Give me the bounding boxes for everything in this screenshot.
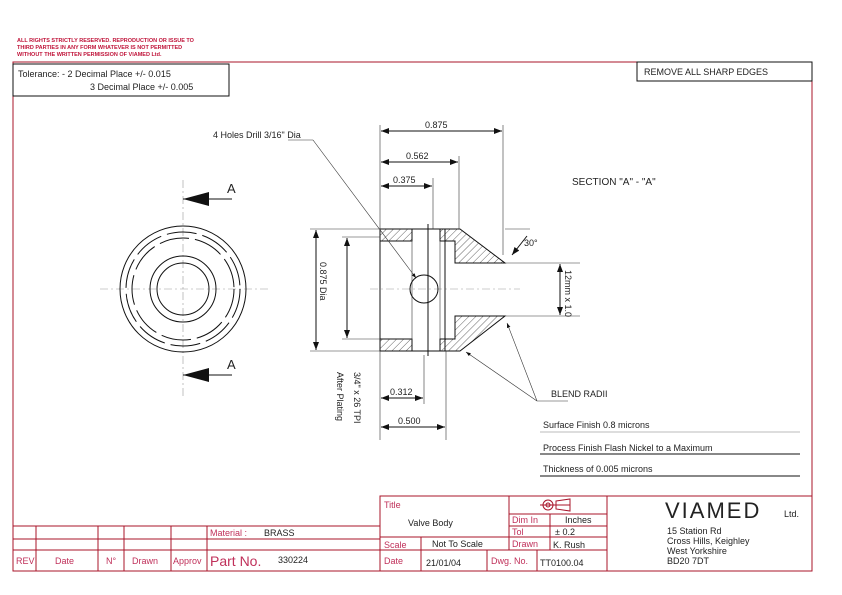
tolerance-box xyxy=(12,63,230,97)
drawn-label: Drawn xyxy=(512,539,538,549)
tolerance-line-2: 3 Decimal Place +/- 0.005 xyxy=(90,82,193,92)
edges-note-box xyxy=(636,61,813,82)
edges-note: REMOVE ALL SHARP EDGES xyxy=(644,67,768,77)
process-finish: Process Finish Flash Nickel to a Maximum xyxy=(543,443,713,453)
dim-312: 0.312 xyxy=(390,387,413,397)
finish-notes: Surface Finish 0.8 microns Process Finis… xyxy=(540,420,800,477)
section-view xyxy=(370,224,580,356)
dwg-no-value: TT0100.04 xyxy=(540,558,584,568)
dim-angle: 30° xyxy=(524,238,538,248)
scale-value: Not To Scale xyxy=(432,539,483,549)
thread-spec: 3/4" x 26 TPI xyxy=(352,372,362,424)
header-date: Date xyxy=(55,556,74,566)
scale-label: Scale xyxy=(384,540,407,550)
address-line: West Yorkshire xyxy=(667,546,727,556)
dwg-no-label: Dwg. No. xyxy=(491,556,528,566)
date-value: 21/01/04 xyxy=(426,558,461,568)
section-label-bottom: A xyxy=(227,357,236,372)
tolerance-line-1: Tolerance: - 2 Decimal Place +/- 0.015 xyxy=(18,69,171,79)
dim-bore: 12mm x 1.0 xyxy=(563,270,573,317)
dimensions: 0.875 0.562 0.375 4 Holes Drill 3/16" Di… xyxy=(213,120,573,440)
section-label-top: A xyxy=(227,181,236,196)
dim-total-length: 0.875 xyxy=(425,120,448,130)
date-label: Date xyxy=(384,556,403,566)
header-number: N° xyxy=(106,556,116,566)
plating-thickness: Thickness of 0.005 microns xyxy=(543,464,653,474)
revision-table: REV Date N° Drawn Approv Material : BRAS… xyxy=(12,525,381,572)
section-title: SECTION "A" - "A" xyxy=(572,177,656,188)
header-approved: Approv xyxy=(173,556,202,566)
copyright-line: ALL RIGHTS STRICTLY RESERVED. REPRODUCTI… xyxy=(17,38,195,44)
section-arrow-top xyxy=(183,192,209,206)
dim-mid-length: 0.562 xyxy=(406,151,429,161)
material-label: Material : xyxy=(210,528,247,538)
section-arrow-bottom xyxy=(183,368,209,382)
thread-note: After Plating xyxy=(335,372,345,421)
part-no-value: 330224 xyxy=(278,555,308,565)
projection-symbol-icon xyxy=(540,498,571,512)
address-line: BD20 7DT xyxy=(667,556,710,566)
part-no-label: Part No. xyxy=(210,553,261,569)
title-block: Title Valve Body Scale Not To Scale Date… xyxy=(379,495,813,572)
company-logo: VIAMED xyxy=(665,498,761,523)
title-value: Valve Body xyxy=(408,518,453,528)
title-label: Title xyxy=(384,500,401,510)
header-drawn: Drawn xyxy=(132,556,158,566)
dim-500: 0.500 xyxy=(398,416,421,426)
surface-finish: Surface Finish 0.8 microns xyxy=(543,420,650,430)
company-suffix: Ltd. xyxy=(784,509,799,519)
copyright-line: WITHOUT THE WRITTEN PERMISSION OF VIAMED… xyxy=(17,52,162,58)
drawn-value: K. Rush xyxy=(553,540,585,550)
address-line: Cross Hills, Keighley xyxy=(667,536,750,546)
dim-value: Inches xyxy=(565,515,592,525)
address-line: 15 Station Rd xyxy=(667,526,722,536)
holes-note: 4 Holes Drill 3/16" Dia xyxy=(213,130,301,140)
tol-value: ± 0.2 xyxy=(555,527,575,537)
dim-hole-position: 0.375 xyxy=(393,175,416,185)
material-value: BRASS xyxy=(264,528,295,538)
copyright-line: THIRD PARTIES IN ANY FORM WHATEVER IS NO… xyxy=(17,45,182,51)
dim-diameter: 0.875 Dia xyxy=(318,262,328,301)
blend-radii-note: BLEND RADII xyxy=(551,389,608,399)
copyright-notice: ALL RIGHTS STRICTLY RESERVED. REPRODUCTI… xyxy=(17,38,195,58)
dim-label: Dim In xyxy=(512,515,538,525)
tol-label: Tol xyxy=(512,527,524,537)
header-rev: REV xyxy=(16,556,35,566)
end-view: A A xyxy=(100,180,270,398)
